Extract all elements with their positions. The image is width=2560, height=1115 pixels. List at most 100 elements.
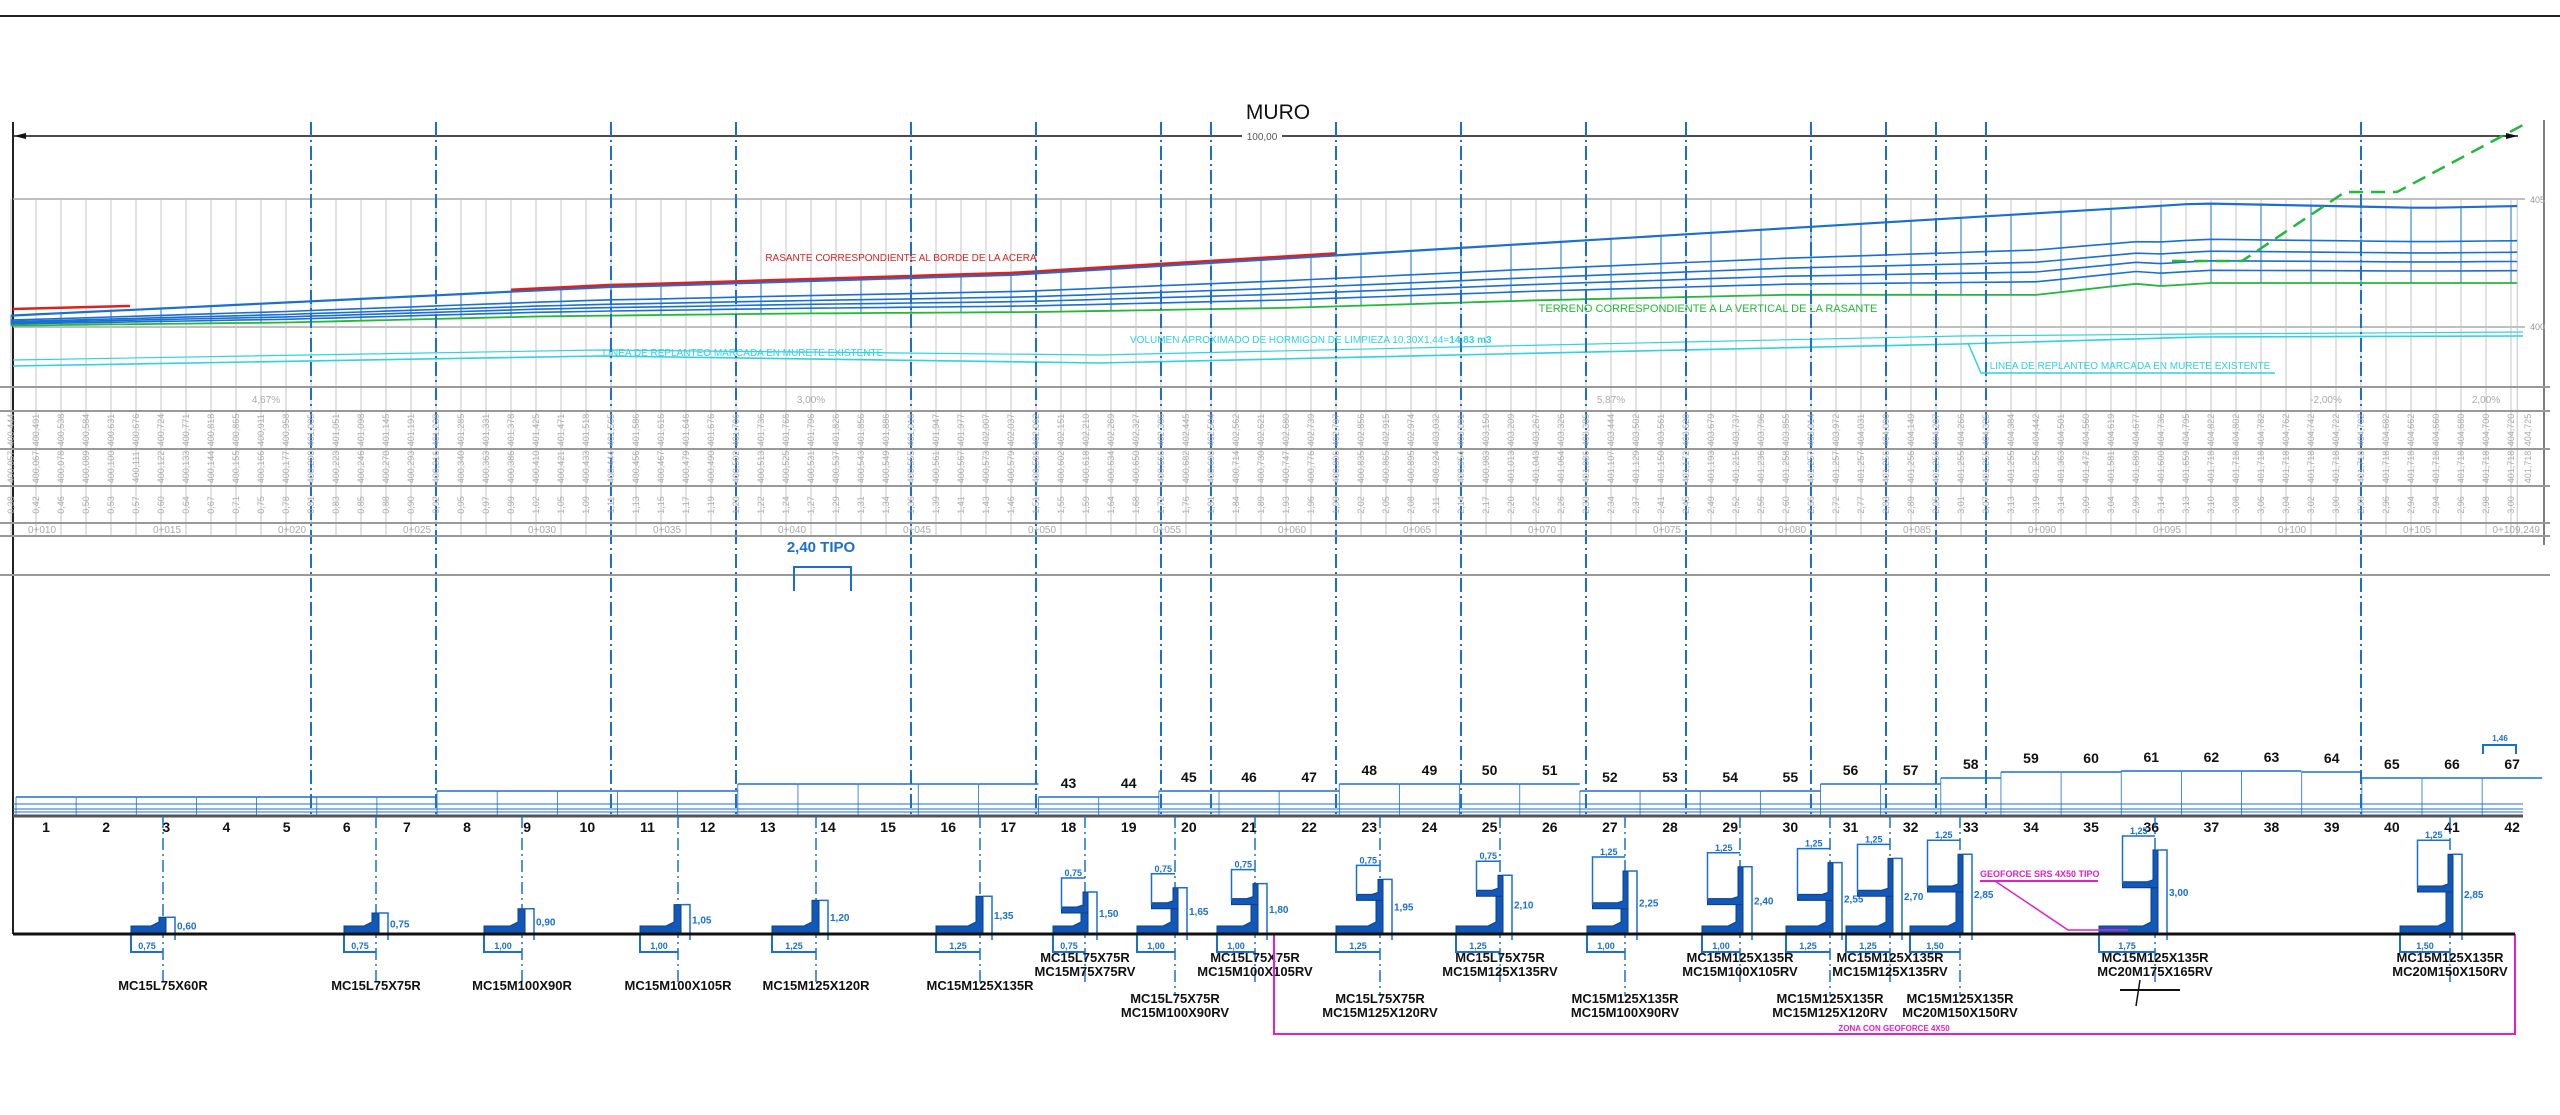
base-width-dimension <box>639 934 678 953</box>
bay-number-top: 54 <box>1722 769 1738 785</box>
table-value-altura: 3,09 <box>2081 496 2091 514</box>
table-value-rasante: 401,706 <box>731 414 741 447</box>
height-label: 1,20 <box>830 913 850 924</box>
table-value-terreno: 401,043 <box>1531 451 1541 484</box>
table-value-rasante: 400,911 <box>256 414 266 446</box>
table-value-rasante: 404,795 <box>2181 414 2191 447</box>
station-label: 0+070 <box>1528 525 1557 536</box>
section-type-label: MC15L75X75R <box>1130 991 1220 1006</box>
base-width-label: 0,75 <box>138 941 156 951</box>
wall-layer-line <box>10 250 2518 323</box>
rasante-acera-line-start <box>12 304 131 311</box>
table-value-rasante: 401,646 <box>681 414 691 447</box>
end-bay-bracket <box>2482 744 2517 754</box>
table-value-altura: 3,13 <box>2181 496 2191 514</box>
height-label: 1,80 <box>1269 905 1289 916</box>
wall-stem-upper <box>1592 870 1629 910</box>
table-value-rasante: 401,098 <box>356 414 366 447</box>
table-value-rasante: 400,818 <box>206 414 216 447</box>
table-value-altura: 0,67 <box>206 496 216 514</box>
table-value-terreno: 401,472 <box>2081 451 2091 484</box>
table-value-rasante: 404,677 <box>2131 414 2141 447</box>
table-value-altura: 1,59 <box>1081 496 1091 514</box>
table-value-terreno: 401,718 <box>2523 451 2533 484</box>
bay-number: 6 <box>343 819 351 835</box>
table-value-altura: 1,22 <box>756 496 766 514</box>
station-label: 0+075 <box>1653 525 1682 536</box>
table-value-altura: 0,53 <box>106 496 116 514</box>
base-width-label: 1,25 <box>1799 941 1817 951</box>
table-value-terreno: 400,067 <box>31 451 41 484</box>
top-width-label: 0,75 <box>1479 851 1497 861</box>
table-value-terreno: 401,172 <box>1681 451 1691 484</box>
grade-label: -2,00% <box>2310 395 2342 406</box>
table-value-rasante: 403,150 <box>1481 414 1491 447</box>
table-value-rasante: 401,736 <box>756 414 766 447</box>
table-value-altura: 3,08 <box>2231 496 2241 514</box>
table-value-rasante: 404,720 <box>2506 414 2516 447</box>
table-value-rasante: 400,631 <box>106 414 116 447</box>
table-value-altura: 3,13 <box>2006 496 2016 514</box>
table-value-terreno: 400,122 <box>156 451 166 484</box>
table-value-rasante: 401,565 <box>606 414 616 447</box>
wall-stem-upper <box>1356 878 1384 901</box>
section-type-label: MC15M100X105RV <box>1197 964 1313 979</box>
bay-number: 32 <box>1903 819 1919 835</box>
bay-number-top: 52 <box>1602 769 1618 785</box>
section-type-label: MC15M125X135RV <box>1442 964 1558 979</box>
height-dimension <box>819 899 829 940</box>
table-value-altura: 3,01 <box>1956 496 1966 514</box>
table-value-terreno: 400,983 <box>1481 451 1491 484</box>
table-value-rasante: 403,914 <box>1806 414 1816 447</box>
base-width-label: 1,25 <box>785 941 803 951</box>
height-label: 1,65 <box>1189 907 1209 918</box>
top-width-label: 1,25 <box>1715 843 1733 853</box>
base-width-label: 1,50 <box>1926 941 1944 951</box>
height-dimension <box>166 916 176 940</box>
bay-number-top: 63 <box>2264 749 2280 765</box>
table-value-terreno: 400,525 <box>781 451 791 484</box>
table-value-terreno: 401,718 <box>2206 451 2216 484</box>
base-width-label: 1,25 <box>1469 941 1487 951</box>
table-value-terreno: 400,650 <box>1131 451 1141 484</box>
station-label: 0+085 <box>1903 525 1932 536</box>
base-width-label: 0,75 <box>1060 941 1078 951</box>
height-dimension <box>379 912 389 940</box>
table-value-terreno: 400,386 <box>506 451 516 484</box>
station-label: 0+090 <box>2028 525 2057 536</box>
table-value-altura: 2,45 <box>1681 496 1691 514</box>
bay-number: 25 <box>1482 819 1498 835</box>
station-label: 0+095 <box>2153 525 2182 536</box>
table-value-altura: 0,71 <box>231 496 241 514</box>
height-label: 1,50 <box>1099 909 1119 920</box>
station-label: 0+100 <box>2278 525 2307 536</box>
table-value-terreno: 400,776 <box>1306 451 1316 484</box>
wall-stem-upper <box>1857 857 1894 897</box>
section-type-label: MC15M125X135R <box>1907 991 2015 1006</box>
table-value-rasante: 402,327 <box>1131 414 1141 447</box>
table-value-terreno: 400,223 <box>331 451 341 484</box>
bay-number: 5 <box>283 819 291 835</box>
section-type-label: MC15M125X135R <box>1687 950 1795 965</box>
table-value-rasante: 402,007 <box>981 414 991 447</box>
table-value-altura: 0,57 <box>131 496 141 514</box>
table-value-rasante: 400,444 <box>6 414 16 447</box>
bay-number-top: 64 <box>2324 750 2340 766</box>
bay-number: 26 <box>1542 819 1558 835</box>
grade-label: 2,00% <box>2472 395 2500 406</box>
table-value-altura: 1,41 <box>956 496 966 514</box>
base-width-dimension <box>771 934 816 953</box>
top-width-label: 1,25 <box>2130 826 2148 836</box>
table-value-altura: 2,49 <box>1706 496 1716 514</box>
table-value-rasante: 403,091 <box>1456 414 1466 447</box>
base-width-label: 1,00 <box>494 941 512 951</box>
table-value-terreno: 401,258 <box>1781 451 1791 484</box>
wall-stem-lower <box>1335 899 1384 935</box>
table-value-rasante: 401,471 <box>556 414 566 447</box>
geoforce-annotations: GEOFORCE SRS 4X50 TIPO ZONA CON GEOFORCE… <box>1273 869 2516 1035</box>
